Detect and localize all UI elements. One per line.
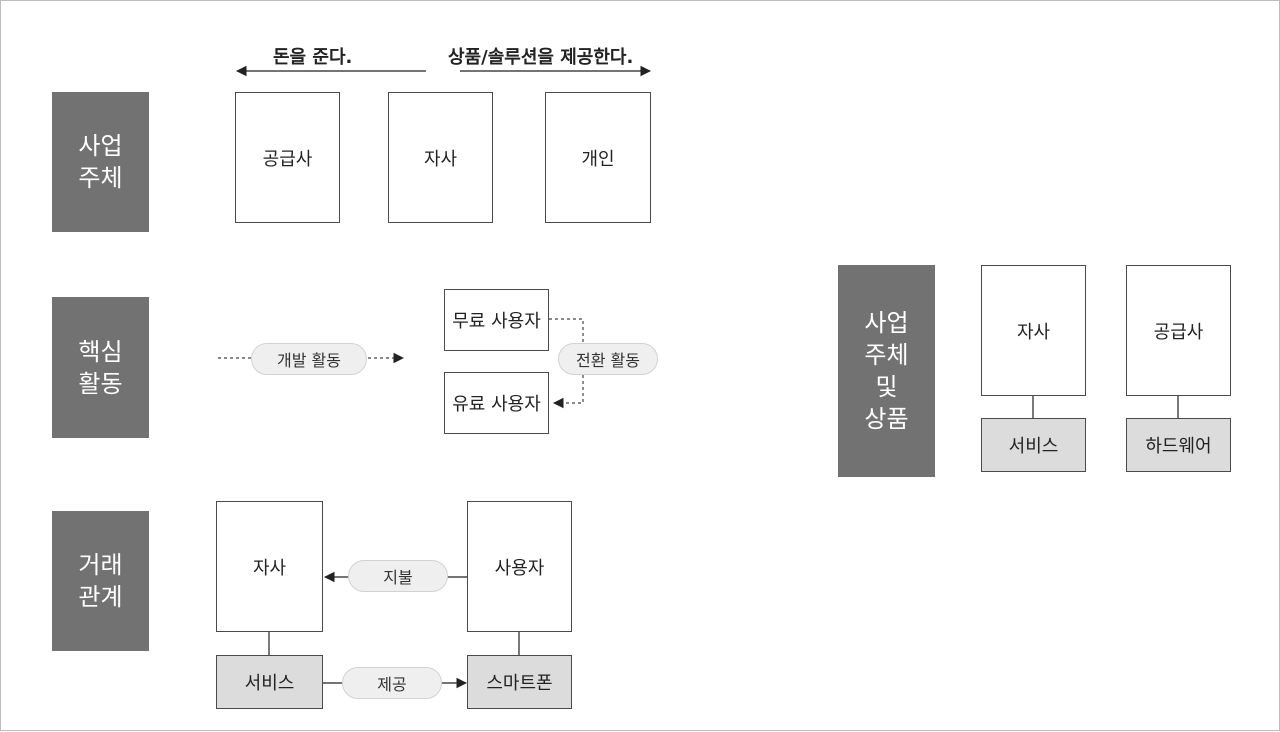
money-flow-label: 돈을 준다. — [273, 47, 353, 68]
entity-supplier: 공급사 — [235, 92, 340, 223]
goods-flow-label: 상품/솔루션을 제공한다. — [448, 47, 634, 68]
service-box: 서비스 — [216, 655, 323, 709]
section-core-activity: 핵심 활동 — [52, 297, 149, 438]
transaction-user-box: 사용자 — [467, 501, 572, 632]
provide-pill: 제공 — [342, 667, 442, 699]
section-transaction: 거래 관계 — [52, 511, 149, 651]
product-service-box: 서비스 — [981, 418, 1086, 472]
section-entity-product: 사업 주체 및 상품 — [838, 265, 935, 477]
transaction-company-box: 자사 — [216, 501, 323, 632]
payment-pill: 지불 — [348, 560, 448, 592]
entity-company: 자사 — [388, 92, 493, 223]
paid-user-box: 유료 사용자 — [444, 372, 549, 434]
product-supplier-box: 공급사 — [1126, 265, 1231, 396]
product-hardware-box: 하드웨어 — [1126, 418, 1231, 472]
entity-individual: 개인 — [545, 92, 651, 223]
dev-activity-pill: 개발 활동 — [251, 343, 367, 375]
smartphone-box: 스마트폰 — [467, 655, 572, 709]
product-company-box: 자사 — [981, 265, 1086, 396]
free-user-box: 무료 사용자 — [444, 289, 549, 351]
section-business-entity: 사업 주체 — [52, 92, 149, 232]
conversion-activity-pill: 전환 활동 — [558, 343, 658, 375]
conversion-path — [549, 318, 584, 409]
